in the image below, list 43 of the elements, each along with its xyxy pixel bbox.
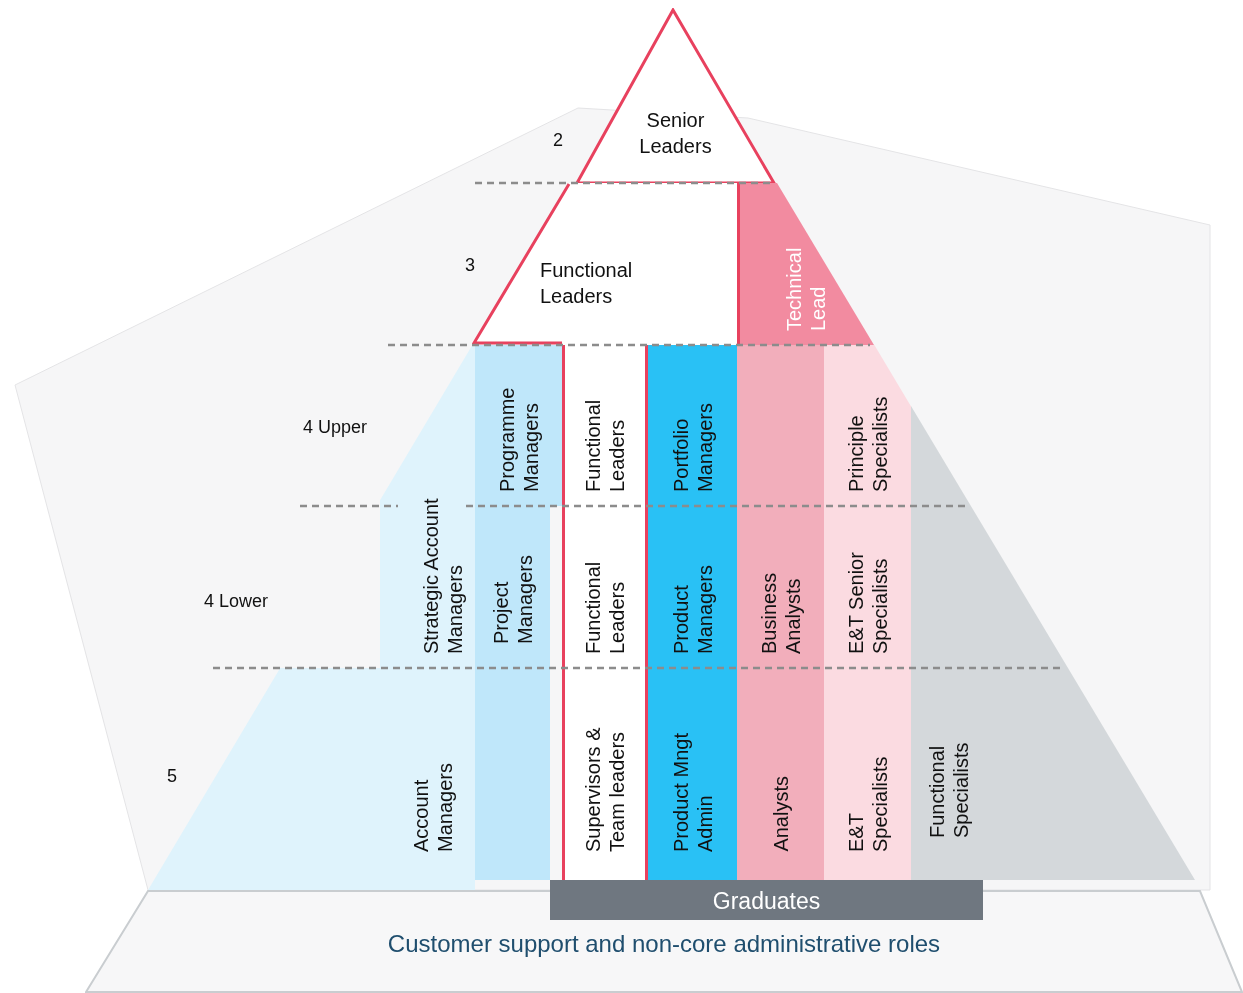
role-label: Functional Leaders [581, 560, 629, 654]
role-cell [562, 668, 648, 880]
role-label: Product Managers [668, 564, 717, 654]
role-cell [911, 406, 1195, 880]
level-label: 3 [465, 255, 475, 276]
tier-caption: Customer support and non-core administrative roles [387, 931, 941, 957]
role-cell [824, 506, 911, 668]
level-label: 5 [167, 766, 177, 787]
role-cell [737, 668, 824, 880]
role-cell [648, 345, 737, 506]
role-cell [562, 506, 648, 668]
role-label: Supervisors & Team leaders [581, 726, 629, 852]
role-cell [824, 668, 911, 880]
role-cell [475, 506, 550, 880]
role-label: Functional Leaders [581, 398, 629, 492]
pyramid-apex-tier [575, 8, 776, 183]
role-label: Analysts [768, 776, 793, 852]
role-label: Product Mngt Admin [668, 732, 717, 852]
level-label: 2 [553, 130, 563, 151]
role-label: Business Analysts [756, 571, 805, 654]
role-label: Strategic Account Managers [419, 497, 467, 654]
role-cell [737, 345, 824, 668]
role-cell [648, 668, 737, 880]
role-cell [737, 183, 874, 345]
level-label: 4 Upper [303, 417, 368, 438]
role-label: Portfolio Managers [668, 402, 717, 492]
role-cell [562, 345, 648, 506]
graduates-bar [550, 880, 983, 920]
role-label: Technical Lead [781, 246, 830, 331]
role-cell [824, 345, 911, 506]
role-label: E&T Senior Specialists [843, 551, 892, 654]
role-label: E&T Specialists [843, 755, 892, 852]
role-label: Project Managers [488, 554, 537, 644]
role-label: Functional Leaders [540, 258, 634, 309]
role-label: Senior Leaders [638, 108, 713, 159]
role-label: Functional Specialists [925, 741, 973, 838]
role-cell [648, 506, 737, 668]
role-label: Principle Specialists [843, 395, 892, 492]
role-label: Account Managers [409, 762, 457, 852]
level-label: 4 Lower [204, 591, 269, 612]
role-label: Programme Managers [494, 386, 543, 492]
role-cell [475, 345, 562, 506]
bar-label: Graduates [712, 888, 821, 914]
